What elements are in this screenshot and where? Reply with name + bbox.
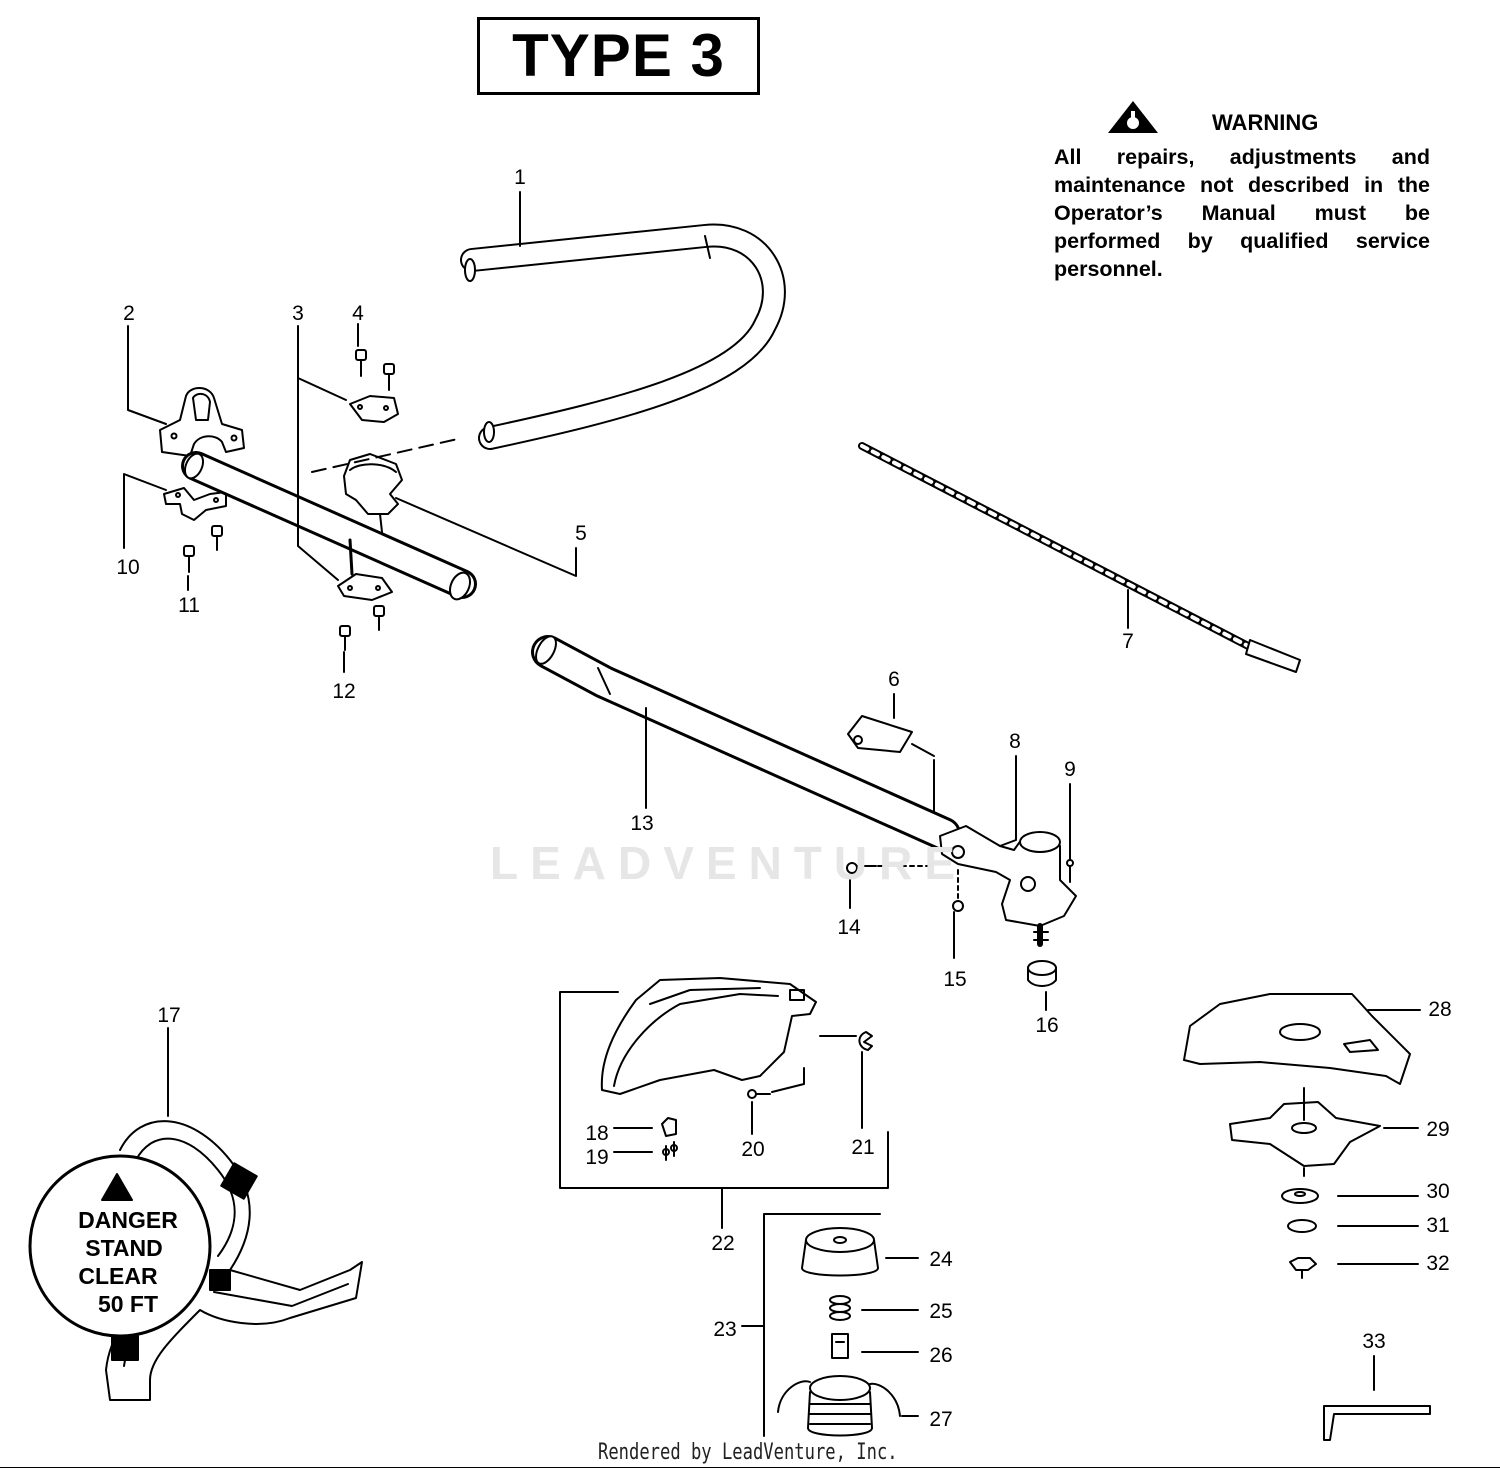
callout-18: 18 [585, 1122, 608, 1145]
callout-9: 9 [1064, 758, 1076, 781]
callout-30: 30 [1426, 1180, 1449, 1203]
callout-6: 6 [888, 668, 900, 691]
footer-divider [0, 1467, 1500, 1468]
leader-lines [123, 191, 1421, 1417]
callout-22: 22 [711, 1232, 734, 1255]
part-lower-bracket [163, 487, 227, 521]
callout-21: 21 [851, 1136, 874, 1159]
callout-4: 4 [352, 302, 364, 325]
callout-25: 25 [929, 1300, 952, 1323]
part-screw-15 [952, 869, 964, 912]
callout-23: 23 [713, 1318, 736, 1341]
callout-1: 1 [514, 166, 526, 189]
part-nut-32 [1289, 1257, 1317, 1279]
part-blade-29 [1229, 1087, 1381, 1177]
footer-credit: Rendered by LeadVenture, Inc. [598, 1440, 898, 1465]
callout-numbers: 1 2 3 4 5 6 7 8 9 10 11 12 13 14 15 16 1… [116, 166, 1451, 1431]
part-small-19 [662, 1141, 678, 1161]
callout-28: 28 [1428, 998, 1451, 1021]
warning-body: All repairs, adjustments and maintenance… [1054, 145, 1430, 281]
part-spring-25 [829, 1295, 851, 1321]
assembly-dash [311, 437, 463, 473]
callout-20: 20 [741, 1138, 764, 1161]
callout-31: 31 [1426, 1214, 1449, 1237]
callout-3: 3 [292, 302, 304, 325]
warning-header: WARNING [1106, 95, 1430, 139]
callout-19: 19 [585, 1146, 608, 1169]
part-clamp-bottom [337, 538, 393, 651]
part-drive-cable [858, 442, 1301, 673]
callout-15: 15 [943, 968, 966, 991]
part-wrench-33 [1323, 1405, 1431, 1441]
danger-triangle-icon [101, 1173, 133, 1201]
warning-title: WARNING [1212, 110, 1319, 135]
callout-13: 13 [630, 812, 653, 835]
page-title: TYPE 3 [512, 22, 725, 89]
watermark-text: LEADVENTURE [490, 837, 968, 889]
callout-12: 12 [332, 680, 355, 703]
danger-sign-text: DANGER STAND CLEAR 50 FT [78, 1207, 178, 1317]
part-gear-head [939, 825, 1077, 947]
part-clip-26 [831, 1333, 849, 1359]
callout-26: 26 [929, 1344, 952, 1367]
callout-16: 16 [1035, 1014, 1058, 1037]
callout-7: 7 [1122, 630, 1134, 653]
part-lower-shaft [531, 635, 961, 851]
danger-sign-line2: STAND [85, 1235, 163, 1261]
warning-block: WARNING All repairs, adjustments and mai… [1054, 95, 1430, 283]
group-bracket-22 [559, 991, 889, 1189]
part-screws-11 [183, 525, 223, 573]
part-washer-31 [1287, 1219, 1317, 1233]
callout-29: 29 [1426, 1118, 1449, 1141]
callout-5: 5 [575, 522, 587, 545]
callout-27: 27 [929, 1408, 952, 1431]
danger-sign-line3: CLEAR [78, 1263, 158, 1289]
callout-2: 2 [123, 302, 135, 325]
part-small-21 [819, 1031, 873, 1051]
callout-17: 17 [157, 1004, 180, 1027]
part-nut-16 [1027, 960, 1057, 987]
group-bracket-23 [763, 1213, 881, 1437]
part-guard-28 [1183, 993, 1411, 1085]
danger-sign-line1: DANGER [78, 1207, 178, 1233]
callout-11: 11 [178, 594, 200, 617]
callout-10: 10 [116, 556, 139, 579]
warning-triangle-icon [1108, 101, 1158, 133]
part-handle-bar [460, 223, 786, 450]
part-shield [600, 977, 817, 1095]
part-spool-27 [777, 1375, 901, 1437]
part-handle-bracket [159, 387, 245, 457]
callout-32: 32 [1426, 1252, 1449, 1275]
part-clamp-knob [343, 453, 403, 533]
callout-33: 33 [1362, 1330, 1385, 1353]
part-upper-shaft [181, 451, 477, 601]
part-washer-30 [1281, 1188, 1319, 1204]
callout-8: 8 [1009, 730, 1021, 753]
danger-sign-line4: 50 FT [98, 1291, 158, 1317]
part-small-20 [747, 1067, 805, 1099]
callout-14: 14 [837, 916, 861, 939]
part-clip [847, 715, 935, 813]
part-screw-9 [1066, 859, 1074, 883]
part-clamp-top [349, 349, 399, 423]
part-screw-14 [846, 862, 931, 874]
part-small-18 [661, 1117, 677, 1137]
part-spool-cover-24 [801, 1227, 879, 1277]
part-harness-17 [28, 1027, 363, 1401]
callout-24: 24 [929, 1248, 953, 1271]
title-box: TYPE 3 [477, 17, 760, 95]
